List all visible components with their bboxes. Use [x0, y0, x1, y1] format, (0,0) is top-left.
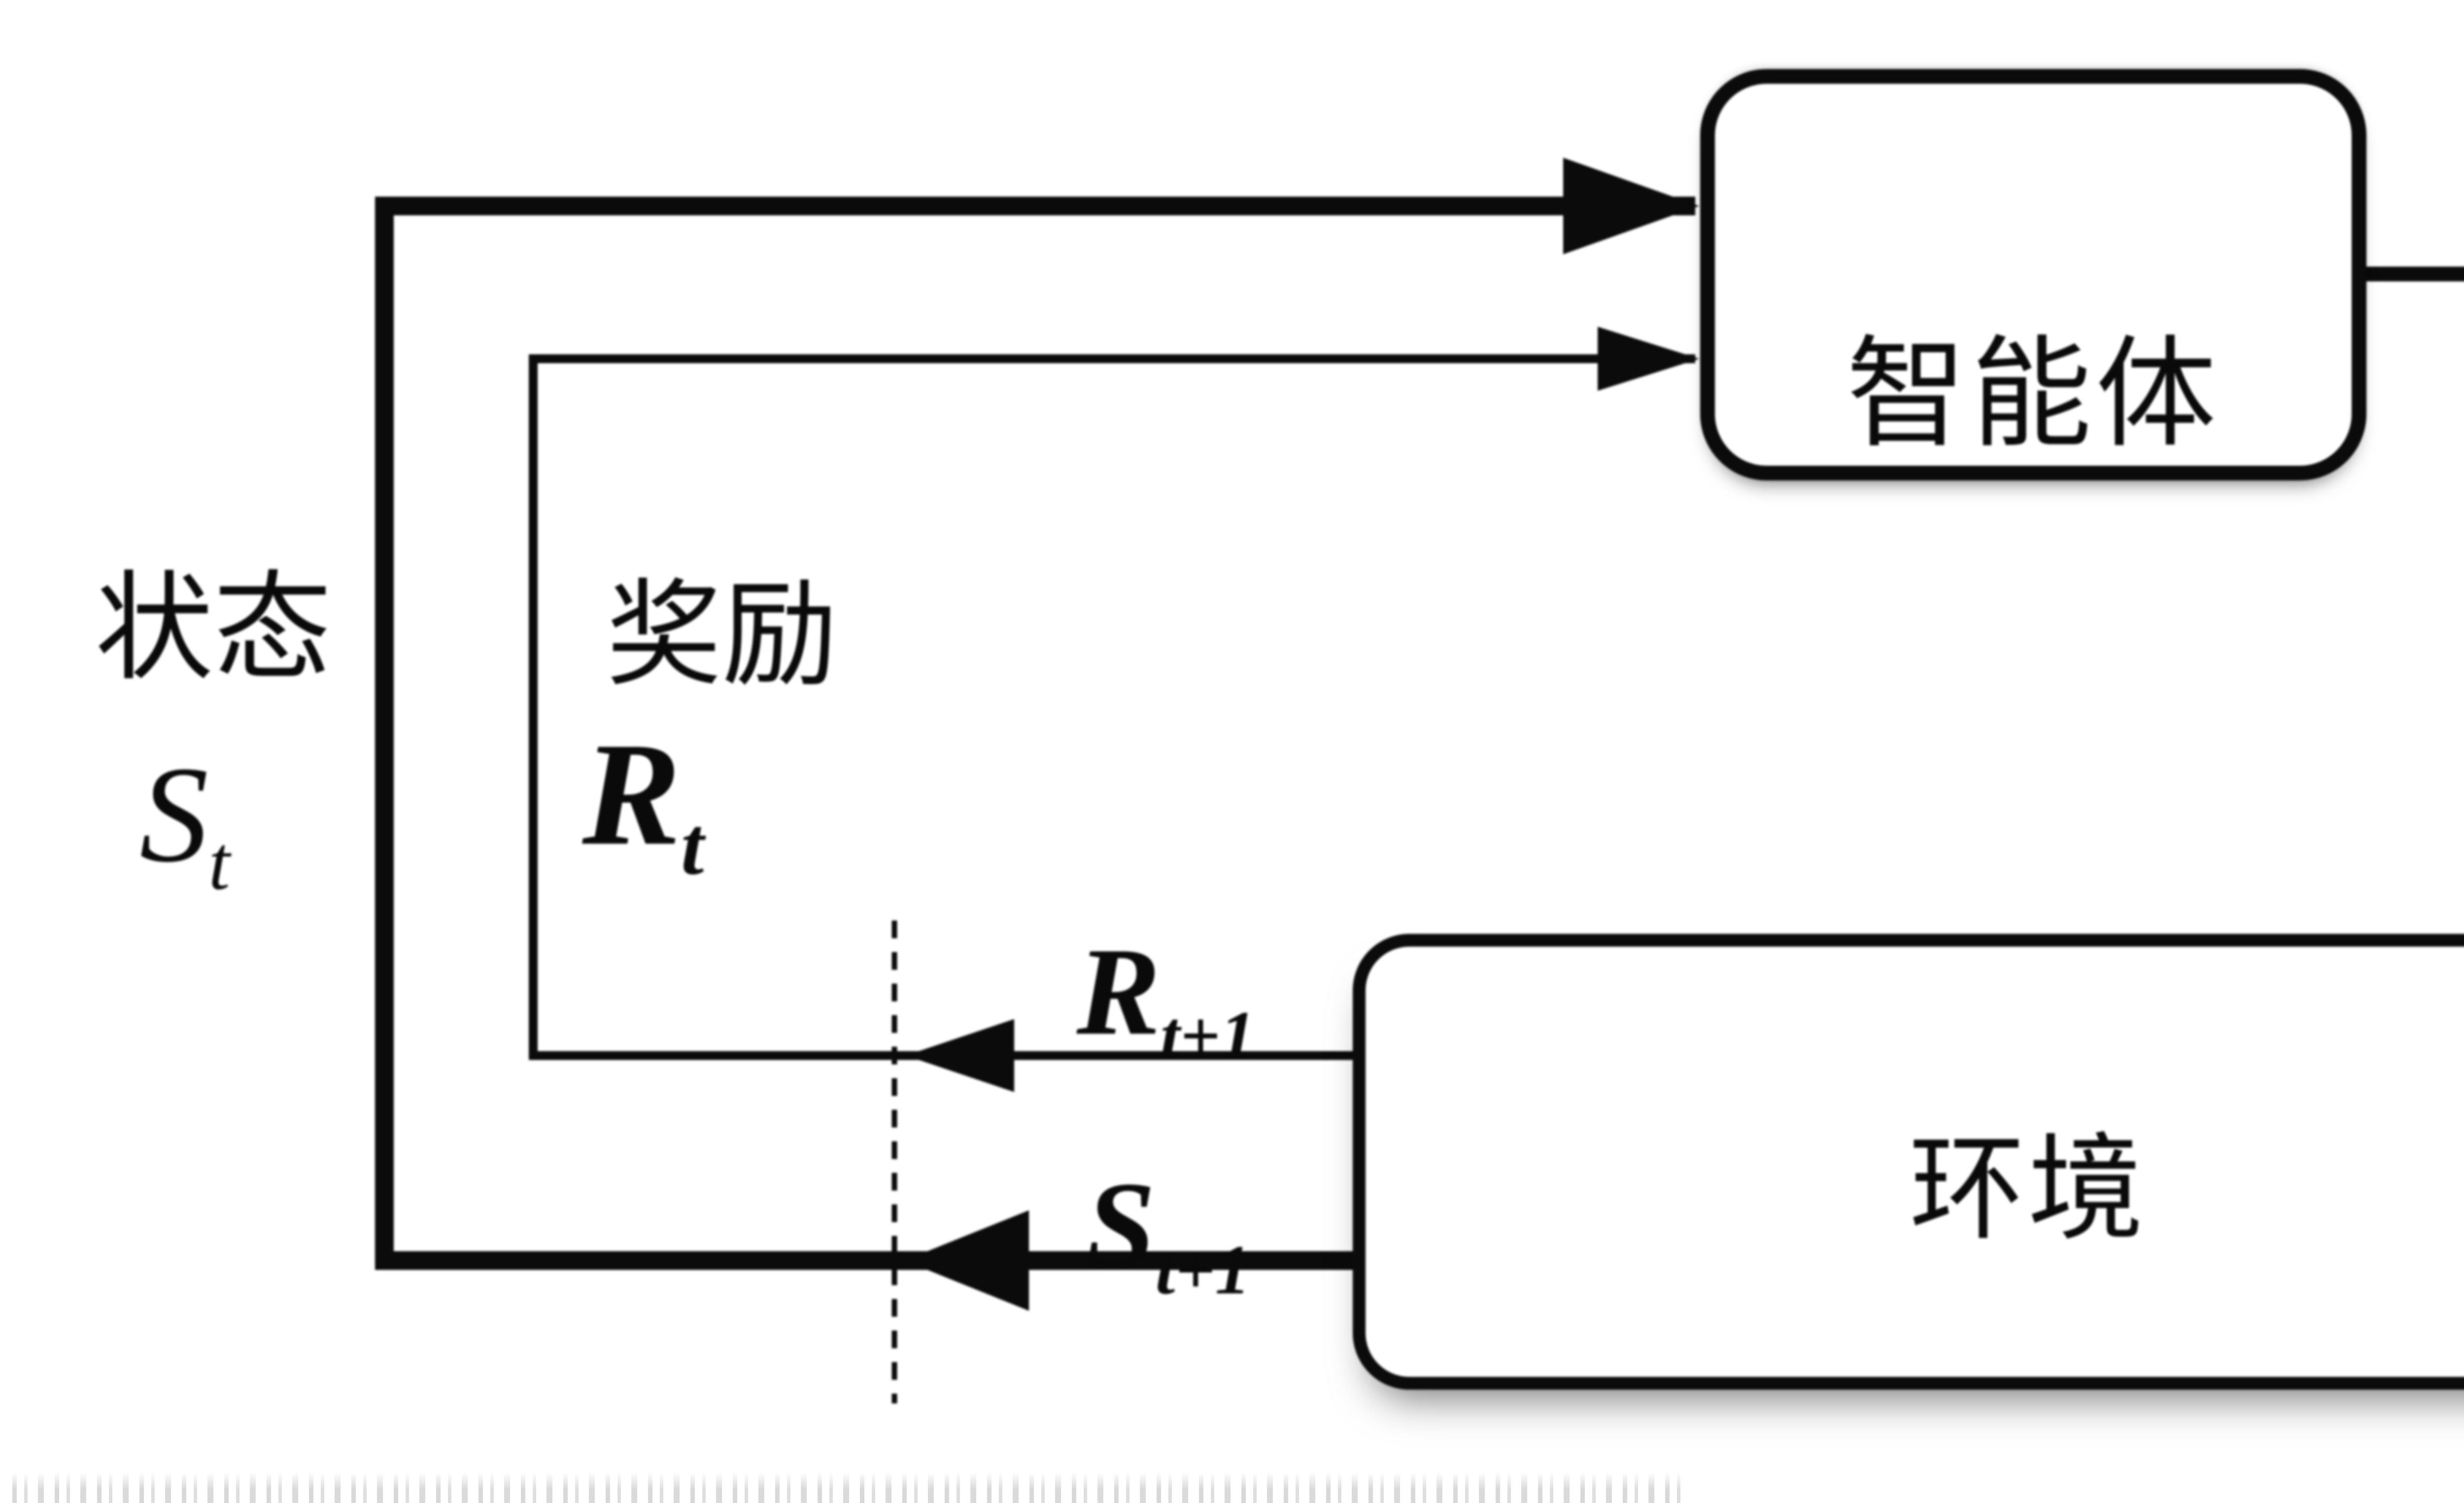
- environment-box-label: 环境: [1909, 1126, 2147, 1254]
- cropped-caption-remnant: [12, 1472, 1688, 1503]
- next-reward-symbol-subscript: t+1: [1160, 996, 1256, 1075]
- state-symbol-base: S: [139, 737, 209, 891]
- state-symbol-subscript: t: [208, 820, 230, 906]
- next-reward-symbol: Rt+1: [1077, 920, 1256, 1071]
- next-state-symbol-subscript: t+1: [1155, 1230, 1251, 1309]
- environment-box: 环境: [1353, 934, 2464, 1390]
- state-label: 状态: [95, 563, 332, 695]
- arrowhead-state-into-agent-icon: [1563, 158, 1699, 254]
- arrowhead-state-at-boundary-icon: [904, 1210, 1029, 1311]
- reward-symbol-subscript: t: [681, 800, 704, 892]
- next-state-symbol: St+1: [1086, 1154, 1250, 1305]
- next-reward-symbol-base: R: [1076, 922, 1161, 1061]
- reward-symbol-base: R: [582, 712, 681, 876]
- agent-box-label: 智能体: [1846, 328, 2221, 462]
- reward-symbol: Rt: [582, 709, 704, 888]
- state-flow-line: [375, 197, 1695, 1270]
- agent-box: 智能体: [1700, 69, 2366, 480]
- next-state-symbol-base: S: [1085, 1156, 1156, 1296]
- arrowhead-reward-into-agent-icon: [1598, 327, 1699, 391]
- state-symbol: St: [139, 735, 230, 902]
- reward-label: 奖励: [606, 572, 838, 700]
- arrowhead-reward-at-boundary-icon: [906, 1019, 1014, 1092]
